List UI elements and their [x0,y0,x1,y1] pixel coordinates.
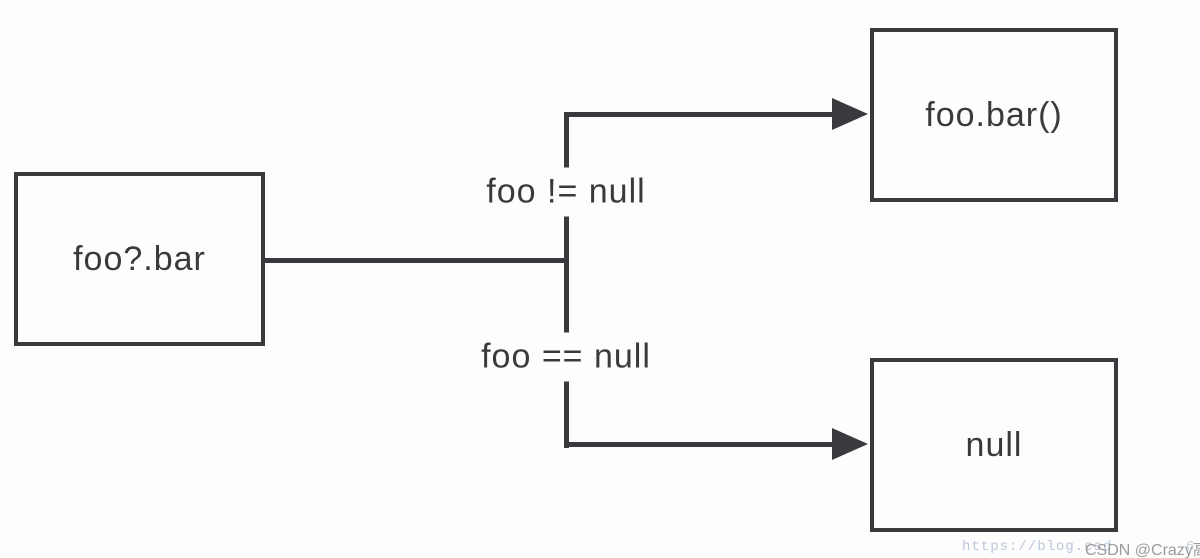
arrowhead-null-icon [832,428,868,460]
watermark-handle: CSDN @Crazy高 [1085,542,1200,558]
node-null-result-label: null [965,425,1023,464]
node-null-result: null [870,358,1118,532]
watermark-url-tail: 6 [1186,539,1195,555]
edge-label-equals-null: foo == null [469,332,663,382]
watermark-url: https://blog.csd [962,539,1113,555]
node-foo-optional-bar-label: foo?.bar [73,239,206,278]
connector-true-branch [564,112,834,117]
node-foo-optional-bar: foo?.bar [14,172,265,346]
node-foo-bar-call: foo.bar() [870,28,1118,202]
edge-label-not-null: foo != null [474,167,658,217]
connector-branch-vertical [564,112,569,448]
arrowhead-true-icon [832,98,868,130]
connector-main [265,258,566,263]
connector-null-branch [564,442,834,447]
node-foo-bar-call-label: foo.bar() [925,95,1063,134]
